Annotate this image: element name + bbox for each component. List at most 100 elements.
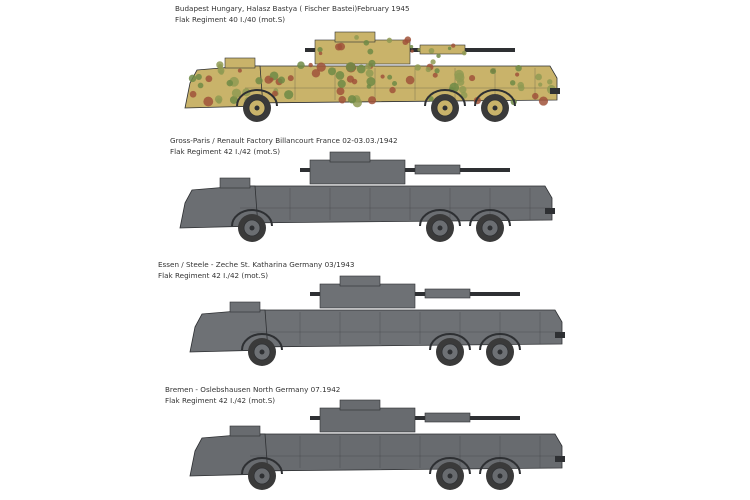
windscreen-frame bbox=[219, 177, 251, 189]
scheme-3-unit: Flak Regiment 42 I./42 (mot.S) bbox=[158, 271, 269, 280]
camo-spot bbox=[365, 69, 374, 78]
camo-spot bbox=[518, 84, 525, 92]
camo-spot bbox=[409, 45, 414, 49]
fender bbox=[424, 89, 466, 107]
camo-spot bbox=[277, 76, 286, 84]
camo-spot bbox=[461, 50, 467, 56]
fender bbox=[474, 89, 516, 107]
camo-spot bbox=[410, 49, 414, 53]
recuperator bbox=[414, 164, 461, 175]
camo-spot bbox=[226, 79, 234, 87]
hull-body bbox=[234, 185, 553, 224]
camo-spot bbox=[380, 74, 385, 79]
camo-spot bbox=[346, 75, 355, 83]
camo-spot bbox=[387, 74, 393, 80]
camo-spot bbox=[428, 47, 435, 54]
camo-spot bbox=[318, 51, 323, 56]
gun-cradle bbox=[339, 275, 381, 287]
camo-spot bbox=[229, 95, 238, 104]
camo-spot bbox=[231, 88, 241, 98]
camo-spot bbox=[428, 96, 434, 102]
camo-spot bbox=[356, 64, 366, 74]
camo-spot bbox=[338, 96, 346, 104]
hub-cap bbox=[442, 105, 448, 111]
camo-spot bbox=[547, 79, 553, 85]
camo-spot bbox=[434, 68, 440, 74]
camo-spot bbox=[367, 48, 374, 55]
hub-cap bbox=[447, 349, 453, 355]
camo-spot bbox=[436, 53, 441, 59]
camo-spot bbox=[197, 82, 204, 89]
camo-spot bbox=[287, 75, 294, 82]
camo-spot bbox=[509, 80, 516, 86]
camo-spot bbox=[447, 46, 452, 51]
camo-spot bbox=[354, 35, 359, 40]
camo-spot bbox=[451, 43, 456, 48]
fender bbox=[429, 457, 471, 475]
camo-spot bbox=[392, 80, 398, 87]
gun-mount bbox=[319, 283, 416, 309]
camo-spot bbox=[405, 75, 415, 85]
camo-spot bbox=[457, 78, 465, 86]
vehicle-3 bbox=[189, 275, 565, 366]
gun-cradle bbox=[329, 151, 371, 163]
camo-spot bbox=[284, 90, 294, 100]
camo-spot bbox=[345, 62, 356, 72]
recuperator bbox=[419, 44, 466, 55]
camo-spot bbox=[337, 79, 346, 89]
camo-spot bbox=[366, 77, 376, 87]
fender bbox=[469, 209, 511, 227]
fender bbox=[429, 333, 471, 351]
cab-hood bbox=[189, 309, 269, 353]
scheme-2-caption: Gross-Paris / Renault Factory Billancour… bbox=[170, 135, 398, 157]
vehicle-2 bbox=[179, 151, 555, 242]
hub-cap bbox=[447, 473, 453, 479]
windscreen-frame bbox=[229, 301, 261, 313]
camo-spot bbox=[188, 74, 197, 83]
camo-spot bbox=[538, 96, 549, 106]
recuperator bbox=[424, 412, 471, 423]
scheme-2-unit: Flak Regiment 42 I./42 (mot.S) bbox=[170, 147, 281, 156]
camo-spot bbox=[538, 82, 543, 87]
camo-spot bbox=[402, 39, 409, 45]
hub-cap bbox=[497, 473, 503, 479]
cab-hood bbox=[179, 185, 259, 229]
camo-spot bbox=[316, 62, 326, 72]
camo-spot bbox=[308, 62, 313, 68]
fender bbox=[241, 333, 283, 351]
windscreen-frame bbox=[229, 425, 261, 437]
camo-spot bbox=[389, 86, 396, 94]
camo-spot bbox=[469, 75, 476, 82]
camo-spot bbox=[297, 61, 305, 69]
camo-spot bbox=[515, 72, 520, 77]
camo-spot bbox=[414, 64, 421, 71]
camo-spot bbox=[368, 96, 377, 105]
recuperator bbox=[424, 288, 471, 299]
hub-cap bbox=[254, 105, 260, 111]
scheme-1-unit: Flak Regiment 40 I./40 (mot.S) bbox=[175, 15, 286, 24]
scheme-4-unit: Flak Regiment 42 I./42 (mot.S) bbox=[165, 396, 276, 405]
camo-spot bbox=[432, 72, 438, 78]
hub-cap bbox=[437, 225, 443, 231]
camo-spot bbox=[311, 69, 321, 78]
camo-spot bbox=[425, 66, 431, 73]
camo-spot bbox=[237, 68, 242, 73]
fender bbox=[419, 209, 461, 227]
vehicle-1 bbox=[184, 31, 560, 122]
camo-spot bbox=[335, 71, 345, 80]
camo-spot bbox=[535, 73, 542, 81]
fender bbox=[236, 89, 278, 107]
camo-spot bbox=[430, 59, 436, 65]
scheme-3-location: Essen / Steele - Zeche St. Katharina Ger… bbox=[158, 260, 355, 269]
camo-spot bbox=[195, 73, 202, 81]
camo-spot bbox=[532, 92, 539, 100]
camo-spot bbox=[347, 95, 357, 104]
fender bbox=[479, 333, 521, 351]
hub-cap bbox=[259, 349, 265, 355]
rear-hitch bbox=[555, 332, 565, 338]
camo-spot bbox=[205, 75, 213, 83]
hull-body bbox=[244, 309, 563, 348]
gun-cradle bbox=[339, 399, 381, 411]
gun-mount bbox=[309, 159, 406, 185]
camo-spot bbox=[417, 48, 421, 52]
